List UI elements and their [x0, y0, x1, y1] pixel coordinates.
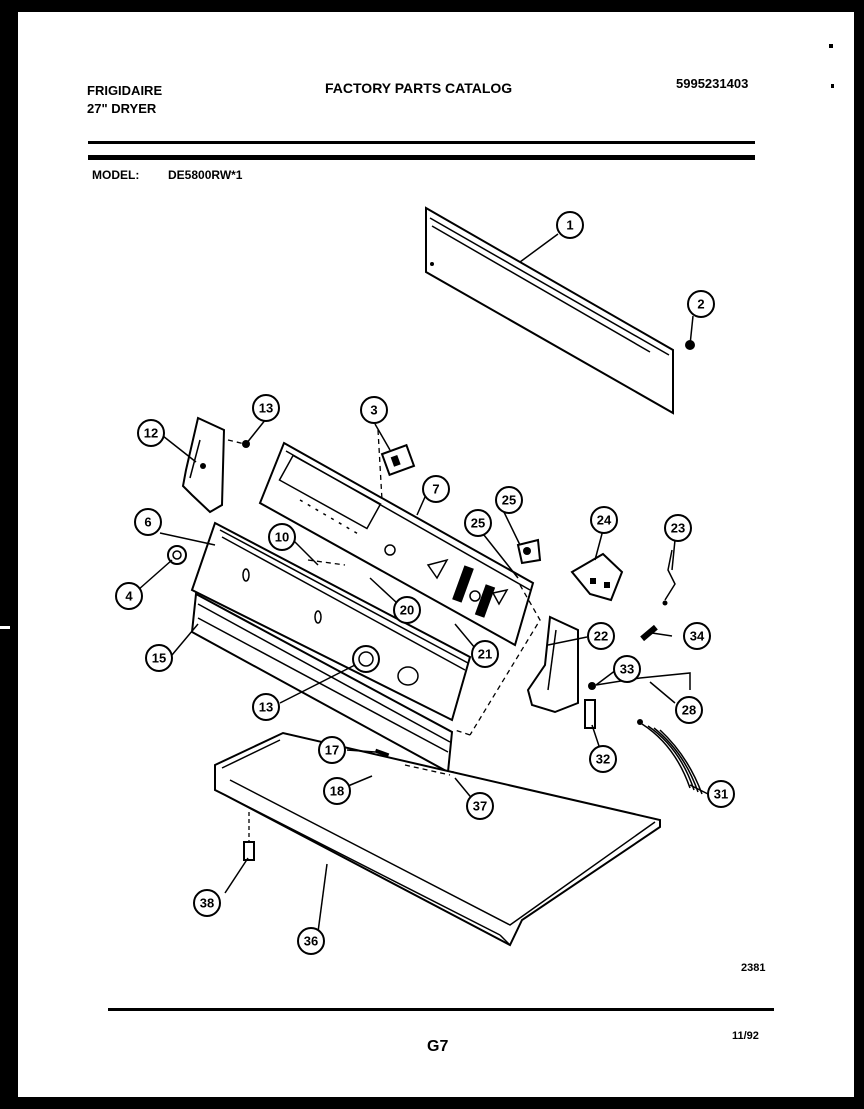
bracket-part	[584, 699, 596, 729]
callout-25-top: 25	[495, 486, 523, 514]
svg-text:18: 18	[330, 784, 344, 799]
header-rule-top	[88, 141, 755, 144]
svg-text:6: 6	[144, 515, 151, 530]
callout-37: 37	[466, 792, 494, 820]
model-value: DE5800RW*1	[168, 168, 243, 182]
svg-text:22: 22	[594, 629, 608, 644]
model-label: MODEL:	[92, 168, 140, 182]
callout-24: 24	[590, 506, 618, 534]
callout-15: 15	[145, 644, 173, 672]
spring-part	[662, 549, 676, 606]
callout-22: 22	[587, 622, 615, 650]
svg-text:31: 31	[714, 787, 728, 802]
svg-text:33: 33	[620, 662, 634, 677]
product-name: 27" DRYER	[87, 101, 157, 116]
svg-text:1: 1	[566, 218, 573, 233]
callout-2: 2	[687, 290, 715, 318]
svg-text:13: 13	[259, 700, 273, 715]
svg-text:12: 12	[144, 426, 158, 441]
callout-38: 38	[193, 889, 221, 917]
svg-text:25: 25	[502, 493, 516, 508]
edge-mark	[0, 626, 10, 629]
svg-text:2: 2	[697, 297, 704, 312]
page-code: G7	[427, 1038, 449, 1055]
edge-mark-right	[829, 44, 833, 48]
callout-13-top: 13	[252, 394, 280, 422]
end-cap-right	[526, 615, 579, 714]
catalog-title: FACTORY PARTS CATALOG	[325, 80, 513, 96]
switch-part	[516, 538, 542, 565]
callout-25-bottom: 25	[464, 509, 492, 537]
callout-20: 20	[393, 596, 421, 624]
footer-rule	[108, 1008, 774, 1011]
svg-text:3: 3	[370, 403, 377, 418]
callout-13-bottom: 13	[252, 693, 280, 721]
svg-text:34: 34	[690, 629, 705, 644]
svg-text:23: 23	[671, 521, 685, 536]
callout-23: 23	[664, 514, 692, 542]
ring-part	[167, 545, 187, 565]
timer-part	[570, 552, 624, 602]
svg-text:4: 4	[125, 589, 133, 604]
svg-text:37: 37	[473, 799, 487, 814]
assembly-lines	[227, 429, 541, 776]
svg-text:38: 38	[200, 896, 214, 911]
callout-33: 33	[613, 655, 641, 683]
callout-18: 18	[323, 777, 351, 805]
rear-panel	[425, 206, 674, 415]
catalog-number: 5995231403	[676, 76, 749, 91]
callout-6: 6	[134, 508, 162, 536]
callout-32: 32	[589, 745, 617, 773]
front-trim	[190, 521, 472, 722]
svg-text:7: 7	[432, 482, 439, 497]
leader-lines	[137, 233, 709, 933]
callout-12: 12	[137, 419, 165, 447]
header-rule-bottom	[88, 155, 755, 160]
brand-name: FRIGIDAIRE	[87, 83, 163, 98]
callout-1: 1	[556, 211, 584, 239]
callout-3: 3	[360, 396, 388, 424]
callout-34: 34	[683, 622, 711, 650]
control-panel	[258, 441, 535, 647]
svg-text:24: 24	[597, 513, 612, 528]
callout-31: 31	[707, 780, 735, 808]
svg-text:10: 10	[275, 530, 289, 545]
svg-text:21: 21	[478, 647, 492, 662]
callout-17: 17	[318, 736, 346, 764]
knob-part	[380, 443, 416, 477]
svg-text:17: 17	[325, 743, 339, 758]
svg-text:36: 36	[304, 934, 318, 949]
svg-text:32: 32	[596, 752, 610, 767]
callout-7: 7	[422, 475, 450, 503]
edge-mark-right-2	[831, 84, 834, 88]
drawing-number: 2381	[741, 962, 766, 974]
callout-4: 4	[115, 582, 143, 610]
callout-21: 21	[471, 640, 499, 668]
wire-harness	[588, 672, 691, 690]
foot-part	[243, 812, 255, 861]
svg-text:13: 13	[259, 401, 273, 416]
callout-10: 10	[268, 523, 296, 551]
clip-part-34	[640, 624, 658, 642]
svg-text:28: 28	[682, 703, 696, 718]
wire-bundle	[637, 719, 703, 795]
svg-text:15: 15	[152, 651, 166, 666]
svg-text:25: 25	[471, 516, 485, 531]
callout-28: 28	[675, 696, 703, 724]
svg-text:20: 20	[400, 603, 414, 618]
end-cap-left	[181, 416, 226, 514]
callout-36: 36	[297, 927, 325, 955]
revision-date: 11/92	[732, 1030, 759, 1042]
